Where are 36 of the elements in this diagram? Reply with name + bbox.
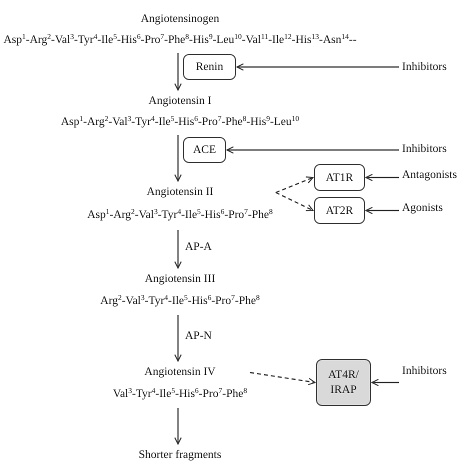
arrow (174, 230, 182, 269)
dashed-arrow (276, 176, 314, 194)
arrow (365, 174, 399, 182)
modulator-label: Agonists (402, 202, 443, 214)
receptor-box: AT2R (314, 197, 365, 224)
amino-acid-sequence: Asp$^{1}$-Arg$^{2}$-Val$^{3}$-Tyr$^{4}$-Ile$^{5}$-His$^{6}$-Pro$^{7}$-Phe$^{8}$ (87, 206, 273, 223)
arrow (236, 63, 399, 71)
modulator-label: Inhibitors (402, 365, 447, 377)
peptide-name: Angiotensin IV (143, 365, 217, 380)
edge-label: AP-A (183, 241, 214, 253)
peptide-name: Angiotensin II (146, 185, 214, 200)
receptor-box: AT4R/ IRAP (316, 359, 371, 406)
edge-label: AP-N (183, 330, 214, 342)
peptide-name: Angiotensin I (148, 94, 212, 109)
arrow (371, 378, 399, 386)
amino-acid-sequence: Arg$^{2}$-Val$^{3}$-Tyr$^{4}$-Ile$^{5}$-His$^{6}$-Pro$^{7}$-Phe$^{8}$ (100, 292, 260, 309)
arrow (365, 206, 399, 214)
arrow (174, 315, 182, 362)
dashed-arrow (250, 372, 316, 386)
dashed-arrow (276, 192, 314, 212)
peptide-name: Shorter fragments (138, 448, 222, 463)
arrow (226, 146, 399, 154)
amino-acid-sequence: Val$^{3}$-Tyr$^{4}$-Ile$^{5}$-His$^{6}$-Pro$^{7}$-Phe$^{8}$ (112, 385, 248, 402)
peptide-name: Angiotensinogen (140, 12, 220, 27)
modulator-label: Antagonists (402, 169, 457, 181)
arrow (174, 135, 182, 182)
amino-acid-sequence: Asp$^{1}$-Arg$^{2}$-Val$^{3}$-Tyr$^{4}$-Ile$^{5}$-His$^{6}$-Pro$^{7}$-Phe$^{8}$-His$^{9}$-Leu$^{10}$ (60, 113, 300, 130)
amino-acid-sequence: Asp$^{1}$-Arg$^{2}$-Val$^{3}$-Tyr$^{4}$-Ile$^{5}$-His$^{6}$-Pro$^{7}$-Phe$^{8}$-His$^{9}$-Leu$^{10}$-Val$^{11}$-Ile$^{12}$-His$^{13}$-Asn$^{14}$-- (3, 31, 357, 48)
peptide-name: Angiotensin III (144, 272, 216, 287)
modulator-label: Inhibitors (402, 143, 447, 155)
enzyme-box: ACE (183, 137, 226, 163)
receptor-box: AT1R (314, 164, 365, 191)
arrow (174, 53, 182, 91)
arrow (174, 408, 182, 445)
modulator-label: Inhibitors (402, 61, 447, 73)
enzyme-box: Renin (183, 54, 236, 80)
